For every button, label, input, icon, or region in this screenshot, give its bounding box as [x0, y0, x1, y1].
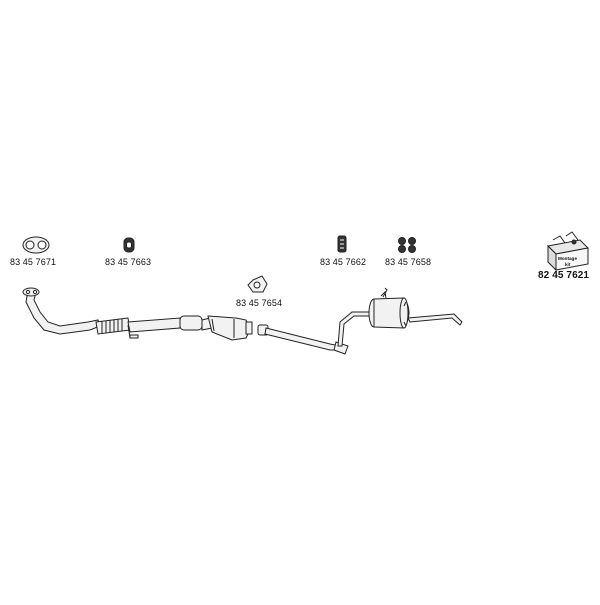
- rubber-mount-icon-rear: [337, 235, 347, 253]
- part-number-rubber-mount-rear: 83 45 7662: [320, 257, 367, 267]
- middle-pipe: [257, 311, 373, 355]
- kit-box-label-line1: Montage: [558, 256, 577, 261]
- part-number-mounting-kit: 82 45 7621: [538, 270, 590, 281]
- gasket-icon-middle: [247, 275, 268, 293]
- catalytic-converter: [179, 315, 253, 341]
- part-number-gasket-front: 83 45 7671: [10, 257, 57, 267]
- part-number-gasket-middle: 83 45 7654: [236, 298, 283, 308]
- part-number-rubber-mount-pair: 83 45 7658: [385, 257, 432, 267]
- part-number-rubber-mount-front: 83 45 7663: [105, 257, 152, 267]
- kit-box-label-line2: kit: [565, 262, 571, 267]
- pipe-bracket: [129, 334, 139, 339]
- front-downpipe: [22, 287, 181, 339]
- mounting-kit-box-icon: Montage kit: [546, 231, 590, 272]
- rear-silencer: [368, 287, 463, 329]
- rubber-mount-icon-front: [123, 237, 135, 253]
- rubber-mount-pair-icon: [398, 237, 416, 253]
- gasket-icon-front: [22, 236, 50, 254]
